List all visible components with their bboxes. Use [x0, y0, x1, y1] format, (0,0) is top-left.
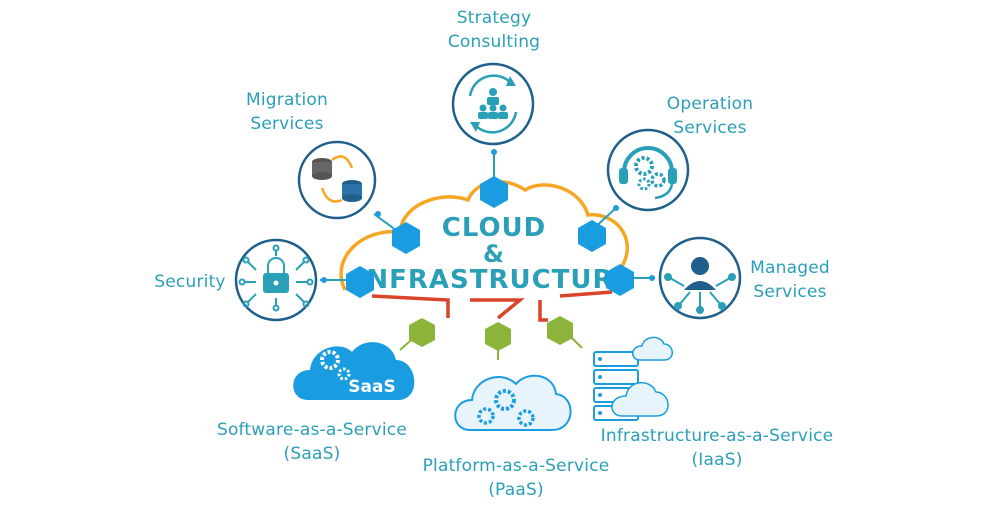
- hex-nodes-blue: [346, 176, 634, 298]
- label-operation-line1: Operation: [666, 94, 754, 114]
- dot-migration: [375, 211, 381, 217]
- servers-cloud-icon: [593, 336, 673, 421]
- hex-nodes-green: [409, 316, 573, 351]
- operation-circle: [606, 128, 690, 212]
- label-migration-line1: Migration: [246, 90, 328, 110]
- team-people-icon: [478, 88, 508, 119]
- label-paas-line2: (PaaS): [488, 480, 544, 500]
- network-person-icon: [664, 257, 736, 314]
- label-strategy-line2: Consulting: [447, 32, 541, 52]
- dot-managed: [649, 275, 655, 281]
- center-title-line2: &: [483, 240, 505, 268]
- label-strategy-line1: Strategy: [456, 8, 532, 28]
- operation-services-node: [606, 128, 690, 212]
- team-cycle-icon: [468, 74, 518, 134]
- label-saas-line1: Software-as-a-Service: [216, 420, 408, 440]
- spoke-end-dots: [321, 149, 655, 283]
- label-saas-line2: (SaaS): [283, 444, 341, 464]
- paas-gear-left-icon: [477, 407, 495, 425]
- hex-node-upper-left: [392, 222, 420, 254]
- headset-gears-icon: [619, 146, 677, 200]
- dot-security: [321, 277, 327, 283]
- label-strategy-consulting: Strategy Consulting: [430, 6, 558, 54]
- iaas-cloud-small: [632, 336, 673, 361]
- hex-node-right: [606, 264, 634, 296]
- paas-cloud-shape: [454, 374, 572, 431]
- hex-node-upper-right: [578, 220, 606, 252]
- paas-gear-top-icon: [494, 389, 516, 411]
- managed-circle: [658, 236, 742, 320]
- saas-badge-text: SaaS: [348, 377, 395, 397]
- label-security: Security: [140, 270, 240, 294]
- label-migration-services: Migration Services: [225, 88, 349, 136]
- migration-circle: [297, 140, 377, 220]
- dot-strategy: [491, 149, 497, 155]
- label-managed-line2: Services: [753, 282, 827, 302]
- server-unit-2: [593, 369, 639, 385]
- saas-gear-small-icon: [337, 367, 351, 381]
- connector-right-base: [559, 290, 613, 298]
- label-iaas-line2: (IaaS): [691, 450, 743, 470]
- saas-gear-large-icon: [320, 350, 340, 370]
- center-title-line3: INFRASTRUCTURE: [356, 265, 633, 295]
- gears-cloud-icon: [454, 374, 572, 431]
- strategy-consulting-node: [451, 62, 535, 146]
- label-managed-services: Managed Services: [744, 256, 836, 304]
- label-operation-services: Operation Services: [648, 92, 772, 140]
- label-operation-line2: Services: [673, 118, 747, 138]
- security-node: [234, 238, 318, 322]
- label-security-line1: Security: [154, 272, 226, 292]
- hex-node-left: [346, 266, 374, 298]
- iaas-cloud-large: [611, 382, 669, 417]
- saas-cloud-icon: SaaS: [293, 342, 415, 400]
- label-iaas-line1: Infrastructure-as-a-Service: [600, 426, 834, 446]
- keyhole: [273, 280, 279, 286]
- database-migration-icon: [312, 155, 362, 203]
- connector-paas: [470, 298, 525, 320]
- migration-services-node: [297, 140, 377, 220]
- label-saas: Software-as-a-Service (SaaS): [196, 418, 428, 466]
- hex-node-saas: [409, 318, 435, 347]
- label-managed-line1: Managed: [750, 258, 830, 278]
- paas-gear-right-icon: [517, 409, 535, 427]
- label-paas-line1: Platform-as-a-Service: [422, 456, 610, 476]
- connector-saas: [371, 294, 450, 318]
- dot-operation: [613, 205, 619, 211]
- hex-node-paas: [485, 322, 511, 351]
- connector-iaas: [538, 300, 548, 322]
- label-iaas: Infrastructure-as-a-Service (IaaS): [584, 424, 850, 472]
- label-paas: Platform-as-a-Service (PaaS): [398, 454, 634, 502]
- managed-services-node: [658, 236, 742, 320]
- label-migration-line2: Services: [250, 114, 324, 134]
- hex-node-iaas: [547, 316, 573, 345]
- center-title-line1: CLOUD: [442, 213, 547, 243]
- hex-node-top: [480, 176, 508, 208]
- saas-cloud-shape: [293, 342, 415, 400]
